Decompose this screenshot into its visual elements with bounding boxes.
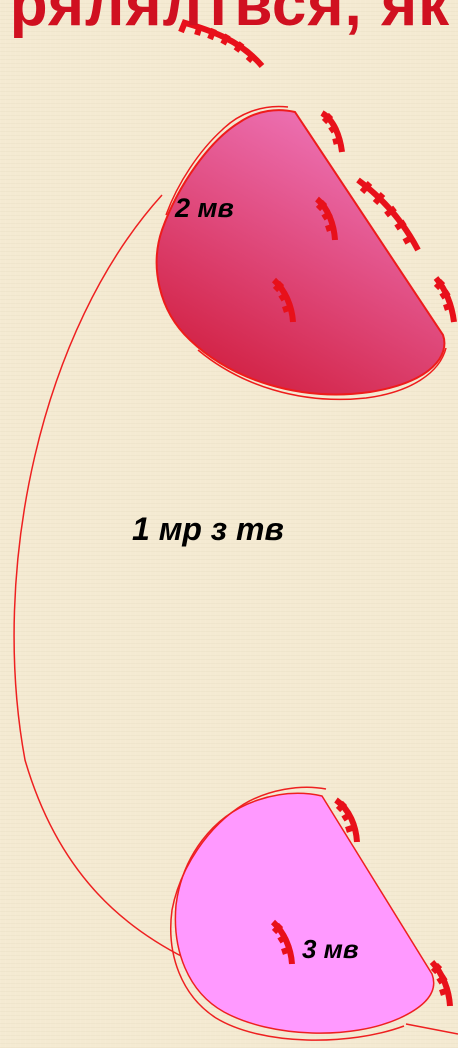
cell-3-body — [174, 792, 435, 1034]
slide-title: рялялтвся, як — [9, 0, 451, 39]
comb-cell2-e — [433, 276, 457, 323]
comb-cell2-b — [356, 177, 421, 252]
connecting-arc — [13, 194, 186, 959]
comb-cell3-b — [270, 919, 295, 965]
cell-2-body — [155, 109, 446, 396]
cell-2-outline-bottom — [197, 347, 447, 401]
comb-cell2-d — [271, 277, 296, 323]
cell-1-label: 1 мр з тв — [132, 511, 284, 547]
comb-cell2-a — [320, 110, 345, 153]
cell-3 — [170, 786, 458, 1041]
comb-top — [178, 19, 265, 68]
comb-cell3-a — [334, 797, 360, 843]
cell-2-outline — [165, 105, 289, 216]
comb-cell2-c — [314, 196, 338, 241]
cell-2 — [155, 105, 447, 401]
cell-3-outline — [170, 786, 405, 1041]
comb-cell3-c — [429, 959, 453, 1007]
cell-3-label: 3 мв — [302, 934, 359, 964]
cell-3-tail — [405, 1023, 458, 1035]
cell-2-label: 2 мв — [175, 193, 234, 223]
